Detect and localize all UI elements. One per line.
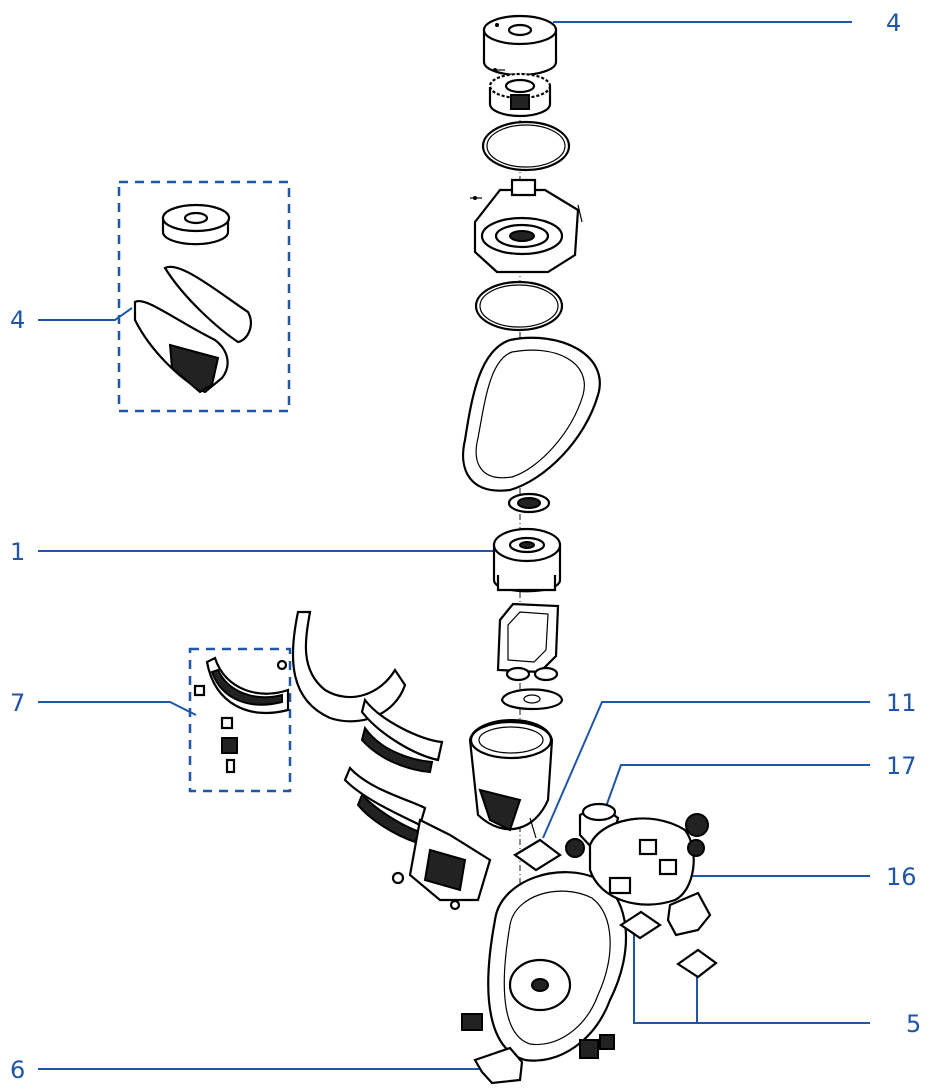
callout-16: 16 [686, 863, 917, 891]
callout-4-top: 4 [553, 9, 901, 37]
ring-seal-upper [481, 120, 571, 172]
large-gasket-part [462, 336, 601, 492]
callout-6-label: 6 [10, 1056, 25, 1084]
callout-7: 7 [10, 689, 197, 717]
grommet-left [505, 666, 531, 682]
kit-4-contents [133, 203, 252, 394]
callout-16-label: 16 [886, 863, 917, 891]
grommet-right [533, 666, 559, 682]
mounting-plate-small [500, 688, 564, 710]
kit-box-7 [188, 647, 292, 793]
callout-6: 6 [10, 1056, 492, 1084]
callout-7-label: 7 [10, 689, 25, 717]
callout-4-left-label: 4 [10, 306, 25, 334]
callout-1-label: 1 [10, 538, 25, 566]
callout-17-label: 17 [886, 752, 917, 780]
square-pad-5b [676, 948, 718, 979]
manifold-part-16 [565, 813, 712, 937]
plate-part-11 [512, 838, 562, 872]
gear-bearing-part [488, 68, 552, 118]
ring-seal-lower [474, 280, 564, 332]
callout-4-top-label: 4 [886, 9, 901, 37]
fan-housing-part [468, 719, 554, 832]
kit-box-4 [117, 180, 291, 413]
mount-plate-part [470, 178, 583, 274]
side-panel-parts [291, 610, 492, 911]
bracket-part [473, 1046, 524, 1085]
top-cap-part [482, 14, 558, 77]
callout-11-label: 11 [886, 689, 917, 717]
callout-4-left: 4 [10, 306, 133, 334]
callout-11: 11 [542, 689, 917, 839]
callout-17: 17 [602, 752, 917, 816]
motor-sleeve-part [496, 602, 560, 674]
callout-5: 5 [633, 925, 921, 1038]
kit-7-contents [193, 656, 290, 774]
base-housing-part [461, 871, 628, 1062]
motor-part [492, 527, 562, 593]
square-pad-5a [619, 910, 662, 940]
callout-1: 1 [10, 538, 505, 566]
callout-5-label: 5 [906, 1010, 921, 1038]
